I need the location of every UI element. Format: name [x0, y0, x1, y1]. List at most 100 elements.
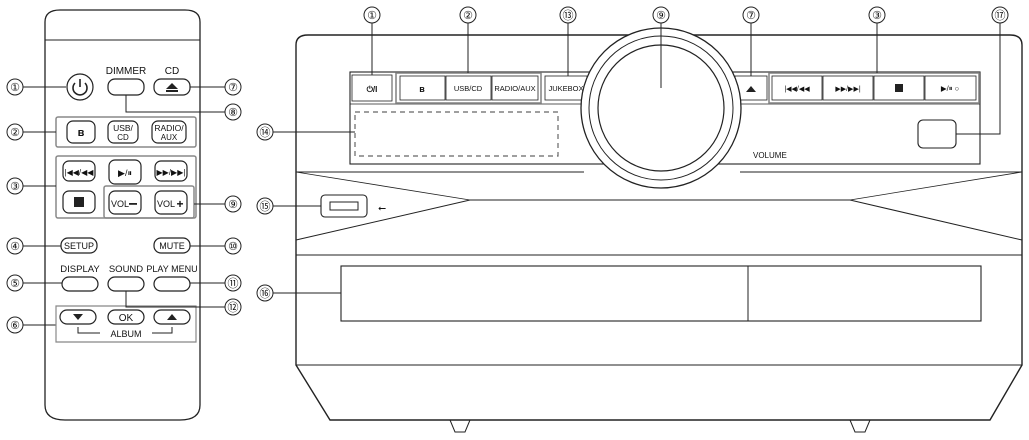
down-arrow-icon	[73, 314, 83, 320]
remote-callout-11: ⑪	[190, 274, 242, 292]
remote-bluetooth-button[interactable]	[66, 120, 96, 144]
minus-icon	[129, 203, 137, 205]
svg-text:③: ③	[10, 181, 20, 193]
svg-text:⑨: ⑨	[228, 199, 238, 211]
remote-callout-12: ⑫	[125, 291, 242, 316]
unit-volume-label: VOLUME	[753, 151, 787, 160]
unit-bluetooth-icon: ʙ	[419, 84, 425, 94]
usb-cd-label-2: CD	[117, 133, 129, 142]
unit-callouts-top: ① ② ⑬ ⑨ ⑦ ③ ⑰	[363, 6, 1009, 135]
remote-callout-7: ⑦	[190, 78, 242, 96]
play-menu-label: PLAY MENU	[146, 264, 197, 274]
album-label: ALBUM	[110, 329, 141, 339]
usb-icon: ⭠	[378, 203, 386, 214]
remote-next-button[interactable]	[154, 160, 188, 182]
unit-callout-14: ⑭	[256, 123, 355, 141]
svg-text:⑥: ⑥	[10, 320, 20, 332]
eject-icon	[166, 83, 178, 89]
unit-callout-13: ⑬	[559, 6, 577, 76]
unit-stop-icon	[895, 84, 903, 92]
svg-text:⑧: ⑧	[228, 107, 238, 119]
svg-text:⑦: ⑦	[228, 82, 238, 94]
ok-label: OK	[119, 313, 134, 324]
stop-icon	[74, 197, 84, 207]
svg-text:⑪: ⑪	[228, 277, 239, 290]
svg-text:②: ②	[10, 127, 20, 139]
next-icon: ▶▶/▶▶|	[157, 168, 186, 177]
svg-text:⑯: ⑯	[260, 287, 271, 300]
vol-minus-label: VOL	[111, 199, 129, 209]
remote-control: DIMMER CD ʙ USB/ CD RADIO/ AUX |◀◀/◀◀ ▶/…	[44, 9, 201, 421]
remote-callouts-left: ① ② ③ ④ ⑤ ⑥	[6, 78, 197, 343]
vol-plus-label: VOL	[157, 199, 175, 209]
unit-callout-1: ①	[363, 6, 381, 75]
remote-callout-1: ①	[6, 78, 66, 96]
usb-cd-label-1: USB/	[113, 123, 133, 133]
remote-dimmer-button[interactable]	[107, 78, 145, 96]
unit-power-button[interactable]	[351, 74, 393, 102]
svg-text:⑬: ⑬	[563, 9, 574, 22]
remote-callout-5: ⑤	[6, 274, 62, 292]
unit-prev-button[interactable]	[771, 75, 823, 101]
unit-callout-17: ⑰	[956, 6, 1009, 135]
svg-text:⑩: ⑩	[228, 241, 238, 253]
remote-ok-button[interactable]	[107, 309, 145, 325]
svg-text:⑤: ⑤	[10, 278, 20, 290]
remote-vol-minus-button[interactable]	[108, 190, 142, 215]
remote-radio-aux-button[interactable]	[151, 120, 187, 144]
remote-callout-4: ④	[6, 237, 61, 255]
svg-text:①: ①	[10, 82, 20, 94]
dimmer-label: DIMMER	[106, 66, 147, 77]
unit-disc-tray	[340, 265, 982, 322]
up-arrow-icon	[167, 314, 177, 320]
remote-prev-button[interactable]	[62, 160, 96, 182]
unit-eject-icon	[746, 86, 756, 92]
unit-bluetooth-button[interactable]	[399, 75, 446, 101]
unit-display-window	[354, 111, 559, 157]
unit-callout-15: ⑮	[256, 197, 321, 215]
unit-radio-aux-label: RADIO/AUX	[494, 84, 535, 93]
unit-jukebox-label: JUKEBOX	[548, 84, 583, 93]
unit-next-icon: ▶▶/▶▶|	[835, 86, 860, 93]
remote-callout-8: ⑧	[125, 95, 242, 121]
unit-callout-16: ⑯	[256, 284, 341, 302]
unit-usb-cd-label: USB/CD	[454, 84, 483, 93]
volume-button-group	[103, 185, 195, 219]
remote-callouts-right: ⑦ ⑧ ⑨ ⑩ ⑪ ⑫	[125, 78, 242, 316]
remote-play-pause-button[interactable]	[108, 159, 142, 185]
svg-text:⑰: ⑰	[995, 9, 1006, 22]
unit-play-pause-icon: ▶/⏸ ○	[941, 84, 959, 93]
remote-vol-plus-button[interactable]	[154, 190, 188, 215]
remote-callout-6: ⑥	[6, 305, 197, 343]
prev-icon: |◀◀/◀◀	[65, 168, 95, 177]
remote-display-button[interactable]	[61, 276, 99, 292]
sound-label: SOUND	[109, 264, 143, 275]
svg-text:①: ①	[367, 10, 377, 22]
unit-callouts-left: ⑭ ⑮ ⑯	[256, 123, 355, 302]
unit-radio-aux-button[interactable]	[491, 75, 539, 101]
svg-text:⑨: ⑨	[656, 10, 666, 22]
svg-text:⑫: ⑫	[228, 301, 239, 314]
svg-text:④: ④	[10, 241, 20, 253]
mute-label: MUTE	[159, 241, 185, 251]
remote-callout-9: ⑨	[194, 195, 242, 213]
unit-play-pause-button[interactable]	[924, 75, 977, 101]
unit-callout-9: ⑨	[652, 6, 670, 88]
unit-usb-cd-button[interactable]	[445, 75, 492, 101]
remote-sound-button[interactable]	[107, 276, 145, 292]
main-unit: ⏻/I ʙ USB/CD RADIO/AUX JUKEBOX |◀◀/◀◀ ▶▶…	[295, 27, 1023, 433]
bluetooth-icon: ʙ	[78, 127, 85, 139]
remote-callout-3: ③	[6, 177, 56, 195]
radio-aux-label-1: RADIO/	[154, 123, 184, 133]
radio-aux-label-2: AUX	[161, 133, 178, 142]
cd-label: CD	[165, 66, 179, 77]
play-pause-icon: ▶/⏸	[118, 168, 132, 178]
remote-play-menu-button[interactable]	[153, 276, 191, 292]
display-label: DISPLAY	[60, 264, 100, 275]
remote-usb-cd-button[interactable]	[107, 120, 139, 144]
svg-text:②: ②	[463, 10, 473, 22]
unit-power-label: ⏻/I	[367, 85, 378, 94]
unit-callout-3: ③	[868, 6, 886, 73]
svg-text:⑭: ⑭	[260, 126, 271, 139]
unit-next-button[interactable]	[822, 75, 874, 101]
